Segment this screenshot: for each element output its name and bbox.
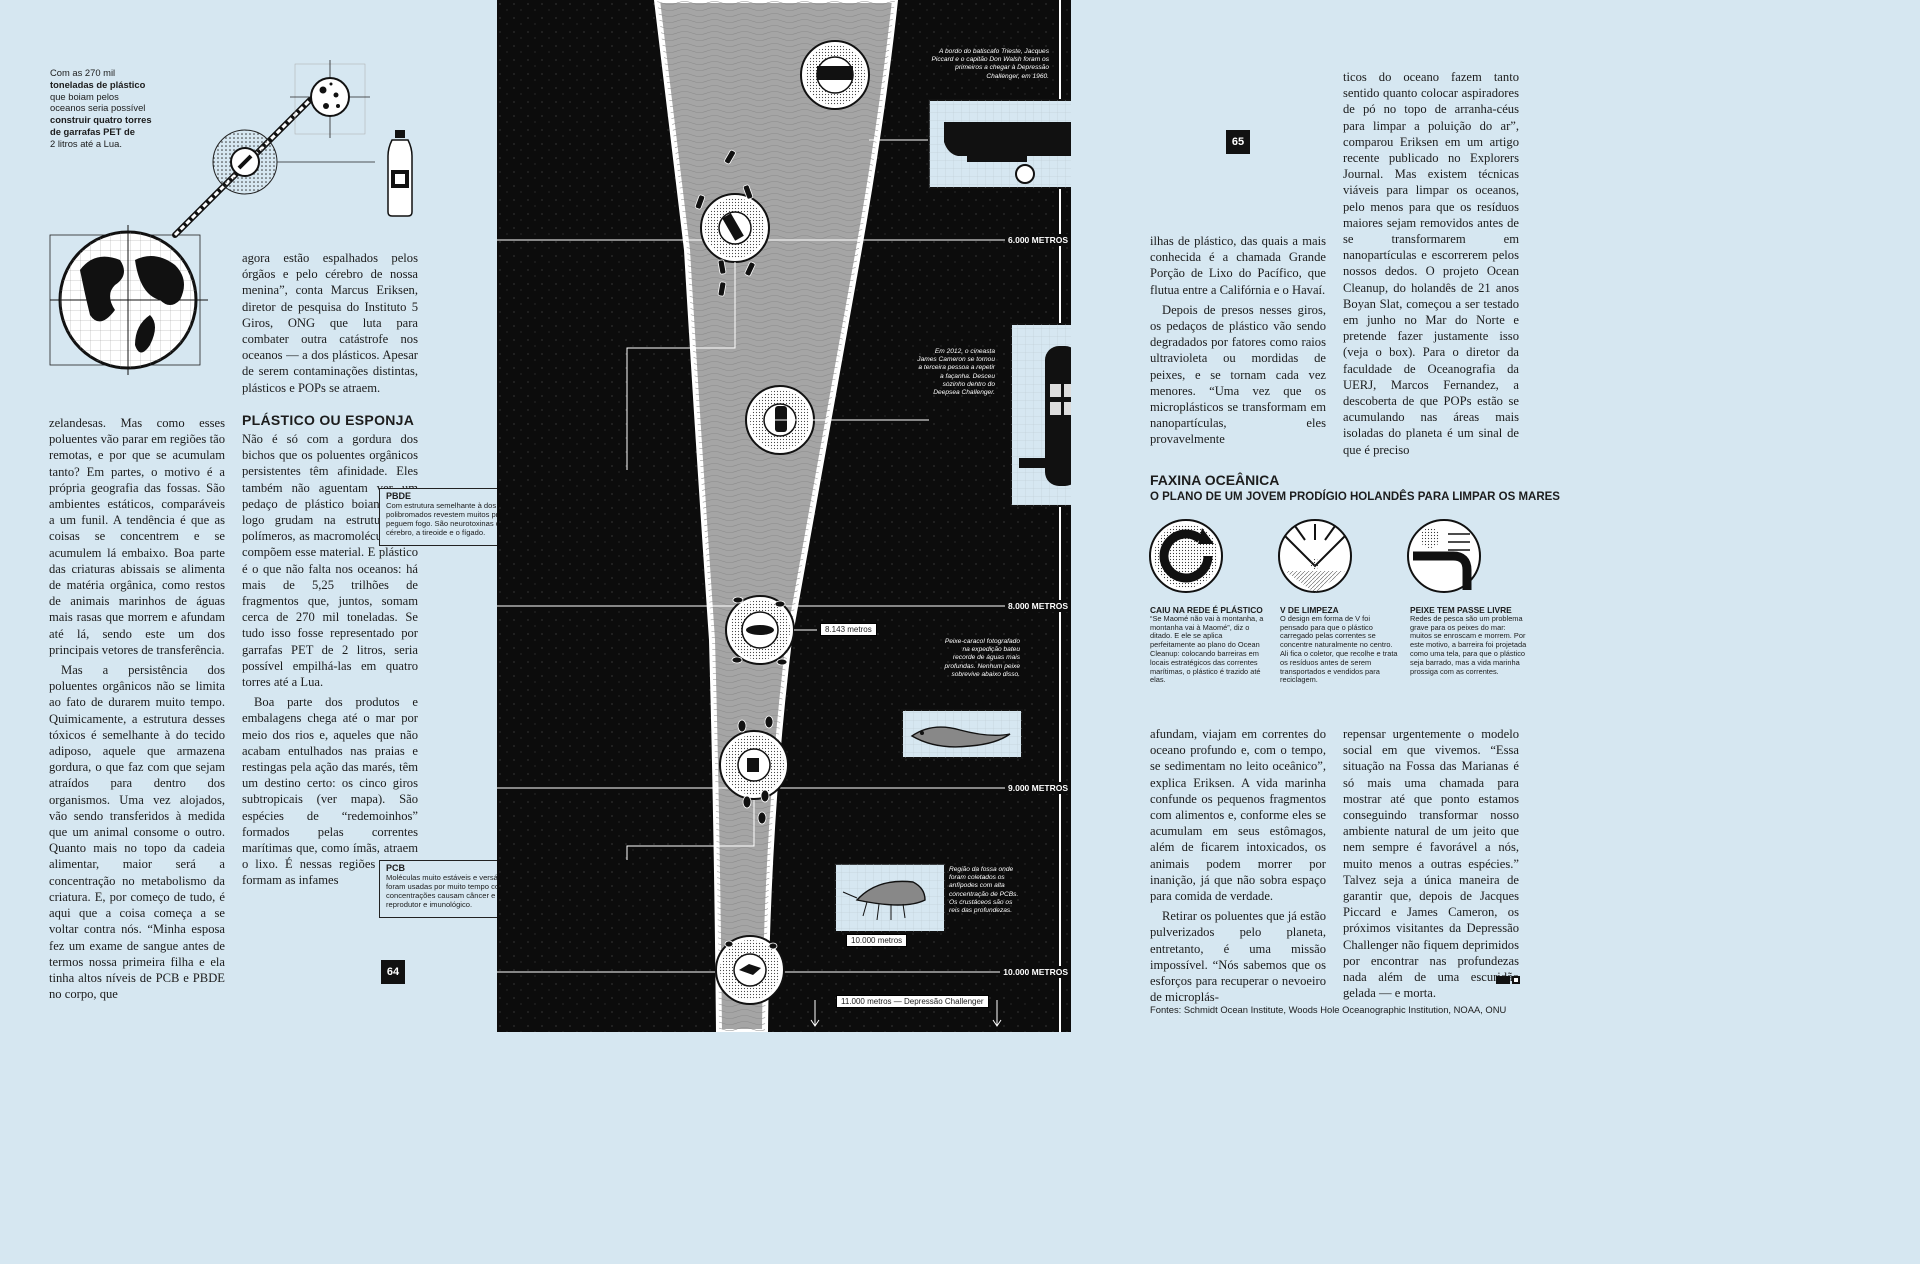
caption-line: construir quatro torres (50, 114, 152, 126)
box-item-3: PEIXE TEM PASSE LIVRE Redes de pesca são… (1410, 606, 1528, 676)
caption-line: Com as 270 mil (50, 67, 116, 78)
pbde-title: PBDE (386, 491, 412, 501)
pcb-text: Moléculas muito estáveis e versáteis, as… (386, 873, 595, 909)
plastic-caption: Com as 270 mil toneladas de plástico que… (50, 67, 170, 150)
ocean-cleanup-icons (1149, 519, 1481, 593)
trench-illustration (497, 0, 1071, 1032)
box-item-text: O design em forma de V foi pensado para … (1280, 613, 1398, 685)
globe-icon (49, 225, 208, 375)
caption-snailfish: Peixe-caracol fotografado na expedição b… (944, 638, 1020, 678)
fish-pass-icon (1407, 519, 1481, 593)
article-column-2: agora estão espalhados pelos órgãos e pe… (242, 250, 418, 396)
box-item-1: CAIU NA REDE É PLÁSTICO “Se Maomé não va… (1150, 606, 1268, 685)
box-item-text: Redes de pesca são um problema grave par… (1410, 613, 1527, 676)
pcb-title: PCB (386, 863, 406, 873)
caption-cameron: Em 2012, o cineasta James Cameron se tor… (917, 348, 995, 397)
page-number-right: 65 (1226, 130, 1250, 154)
trieste-sub-illustration (928, 99, 1071, 189)
caption-line: de garrafas PET de (50, 125, 135, 137)
subhead-plastico-ou-esponja: PLÁSTICO OU ESPONJA (242, 412, 415, 428)
article-column-4: ticos do oceano fazem tanto sentido quan… (1343, 69, 1519, 458)
paragraph: Retirar os poluentes que já estão pulver… (1150, 909, 1326, 1005)
article-column-5: afundam, viajam em correntes do oceano p… (1150, 726, 1326, 1005)
caption-line: 2 litros até a Lua. (50, 137, 122, 149)
paragraph: repensar urgentemente o modelo social em… (1343, 727, 1519, 1001)
caption-line: oceanos seria possível (50, 102, 146, 114)
label-11000-challenger: 11.000 metros — Depressão Challenger (836, 995, 989, 1008)
box-title: FAXINA OCEÂNICA (1150, 472, 1280, 488)
box-item-title: PEIXE TEM PASSE LIVRE (1410, 605, 1512, 615)
paragraph: ticos do oceano fazem tanto sentido quan… (1343, 70, 1519, 457)
net-icon (1149, 519, 1223, 593)
paragraph: Mas a persistência dos poluentes orgânic… (49, 663, 225, 1002)
sources-line: Fontes: Schmidt Ocean Institute, Woods H… (1150, 1004, 1507, 1015)
paragraph: Boa parte dos produtos e embalagens cheg… (242, 695, 418, 888)
trench-panel: A bordo do batiscafo Trieste, Jacques Pi… (497, 0, 1071, 1032)
paragraph: zelandesas. Mas como esses poluentes vão… (49, 416, 225, 657)
v-shape-icon (1278, 519, 1352, 593)
pbde-text: Com estrutura semelhante à dos PCBs, os … (386, 501, 588, 537)
depth-label-6000: 6.000 METROS (1005, 234, 1071, 246)
earth-moon-illustration (49, 60, 413, 375)
depth-label-9000: 9.000 METROS (1005, 782, 1071, 794)
paragraph: afundam, viajam em correntes do oceano p… (1150, 727, 1326, 904)
page-number-left: 64 (381, 960, 405, 984)
amphipod-illustration (834, 863, 946, 933)
paragraph: Não é só com a gordura dos bichos que os… (242, 432, 418, 690)
box-item-title: CAIU NA REDE É PLÁSTICO (1150, 605, 1263, 615)
depth-label-8000: 8.000 METROS (1005, 600, 1071, 612)
deepsea-challenger-illustration (1010, 323, 1071, 507)
caption-amphipod: Região da fossa onde foram coletados os … (949, 866, 1019, 915)
label-10000-metros: 10.000 metros (846, 934, 908, 947)
label-8143: 8.143 metros (820, 623, 877, 636)
box-subtitle: O PLANO DE UM JOVEM PRODÍGIO HOLANDÊS PA… (1150, 491, 1560, 503)
snailfish-illustration (901, 709, 1023, 759)
end-mark-icon (1496, 976, 1520, 984)
box-item-text: “Se Maomé não vai à montanha, a montanha… (1150, 613, 1264, 685)
article-column-1: zelandesas. Mas como esses poluentes vão… (49, 415, 225, 1002)
depth-label-10000: 10.000 METROS (1000, 966, 1071, 978)
paragraph: agora estão espalhados pelos órgãos e pe… (242, 251, 418, 395)
pet-bottle-icon (387, 130, 413, 217)
box-item-title: V DE LIMPEZA (1280, 605, 1339, 615)
article-column-6: repensar urgentemente o modelo social em… (1343, 726, 1519, 1001)
caption-trieste: A bordo do batiscafo Trieste, Jacques Pi… (931, 48, 1049, 80)
moon-icon (290, 60, 370, 138)
article-column-3: ilhas de plástico, das quais a mais conh… (1150, 233, 1326, 448)
caption-line: toneladas de plástico (50, 78, 146, 90)
box-item-2: V DE LIMPEZA O design em forma de V foi … (1280, 606, 1398, 685)
paragraph: ilhas de plástico, das quais a mais conh… (1150, 234, 1326, 297)
article-column-2b: Não é só com a gordura dos bichos que os… (242, 431, 418, 889)
paragraph: Depois de presos nesses giros, os pedaço… (1150, 302, 1326, 447)
caption-line: que boiam pelos (50, 90, 119, 102)
